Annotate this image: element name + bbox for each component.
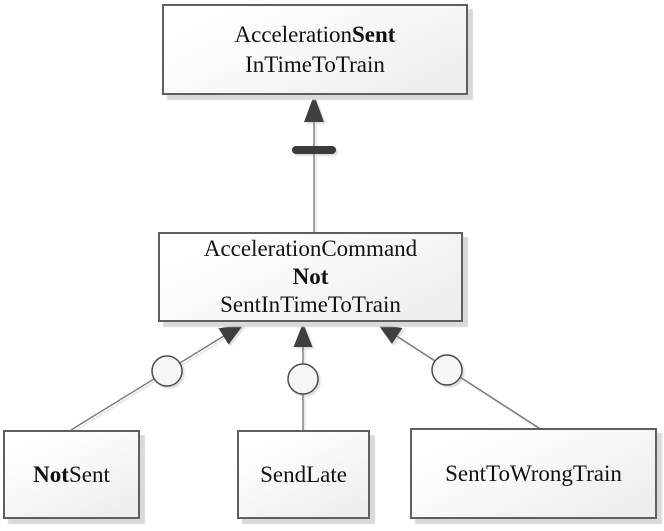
node-text-line: NotSent [33,460,110,490]
node-acceleration-command-not-sent-in-time-to-train[interactable]: AccelerationCommand Not SentInTimeToTrai… [158,232,463,322]
node-text-line: SentInTimeToTrain [220,291,401,319]
connector-sendlate-to-command[interactable] [287,323,319,430]
arrowhead-icon [377,323,403,344]
text-segment: Not [33,461,69,487]
node-sent-to-wrong-train[interactable]: SentToWrongTrain [410,428,657,519]
circle-marker-icon [151,355,183,387]
node-text-line: SendLate [260,460,347,490]
text-segment: InTimeToTrain [245,51,385,77]
connector-wrongtrain-to-command[interactable] [377,323,543,431]
node-not-sent[interactable]: NotSent [3,430,140,519]
text-segment: SendLate [260,461,347,487]
node-send-late[interactable]: SendLate [237,430,370,519]
node-text-line: SentToWrongTrain [445,459,622,489]
node-text-line: InTimeToTrain [245,50,385,80]
node-text-line: AccelerationCommand [204,235,417,263]
text-segment: Sent [68,461,110,487]
node-text-line: Not [293,263,329,291]
text-segment: AccelerationCommand [203,236,418,261]
connector-wire [380,325,543,431]
text-segment: SentInTimeToTrain [220,292,401,317]
text-segment: Not [292,264,329,289]
node-text-line: AccelerationSent [235,20,396,50]
text-segment: Acceleration [234,21,353,47]
circle-marker-icon [431,354,463,386]
arrowhead-icon [293,323,313,347]
text-segment: SentToWrongTrain [445,460,622,486]
circle-marker-icon [287,363,319,395]
text-segment: Sent [352,21,396,47]
connector-notsent-to-command[interactable] [70,324,244,431]
arrowhead-icon [218,324,244,345]
inhibit-bar-icon [292,146,336,154]
arrowhead-icon [304,95,324,122]
node-acceleration-sent-in-time-to-train[interactable]: AccelerationSent InTimeToTrain [162,4,468,95]
connector-command-to-sent[interactable] [292,95,336,232]
